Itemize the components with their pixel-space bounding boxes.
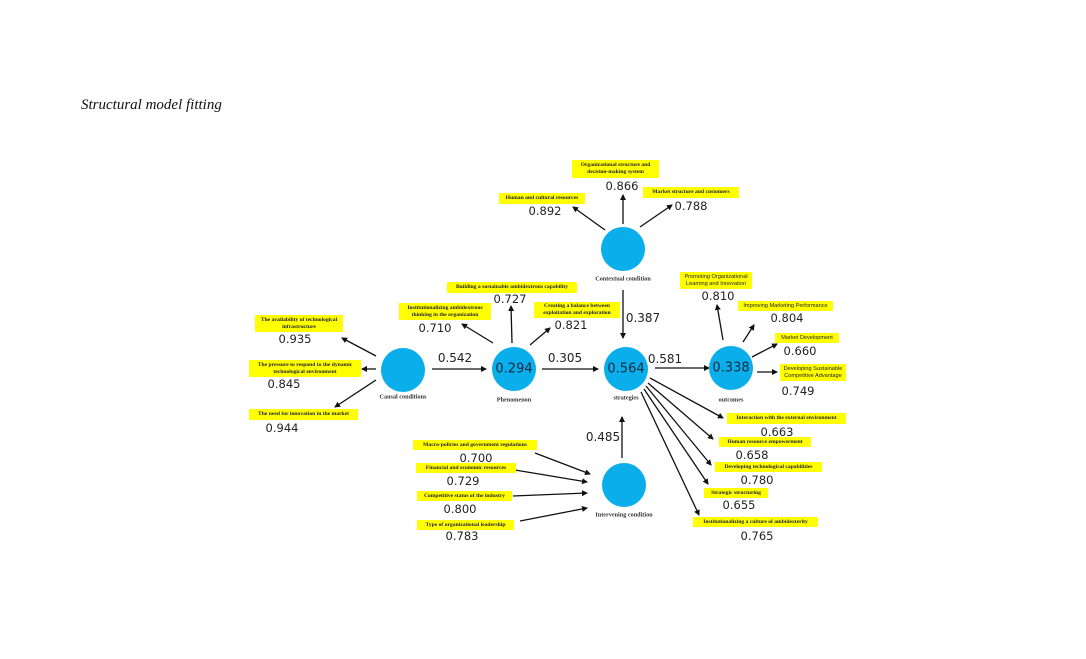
loading-arrow	[512, 490, 588, 497]
indicator-label: Macro-policies and government regulation…	[413, 440, 537, 450]
loading-arrow	[514, 469, 588, 485]
indicator-loading: 0.845	[267, 377, 301, 391]
path-coefficient: 0.305	[547, 351, 583, 365]
construct-r2: 0.338	[712, 360, 750, 376]
construct-node	[492, 347, 536, 391]
indicator-label: Strategic structuring	[704, 488, 768, 498]
indicator-loading: 0.810	[701, 289, 735, 303]
loading-arrow	[640, 391, 700, 516]
construct-name: Phenomenon	[496, 396, 532, 404]
loading-arrow	[714, 304, 724, 341]
indicator-loading: 0.765	[740, 529, 774, 543]
indicator-label: Market structure and customers	[643, 187, 739, 198]
loading-arrow	[643, 388, 709, 485]
construct-node	[602, 463, 646, 507]
loading-arrow	[334, 379, 377, 408]
indicator-loading: 0.800	[443, 502, 477, 516]
indicator-loading: 0.655	[722, 498, 756, 512]
loading-arrow	[508, 305, 515, 344]
indicator-label: Promoting Organizational Learning and In…	[680, 272, 752, 289]
loading-arrow	[742, 324, 755, 343]
indicator-loading: 0.700	[459, 451, 493, 465]
loading-arrow	[341, 337, 377, 357]
construct-node	[604, 347, 648, 391]
loading-arrow	[647, 382, 714, 440]
indicator-loading: 0.729	[446, 474, 480, 488]
indicator-label: Developing Sustainable Competitive Advan…	[780, 364, 846, 381]
indicator-loading: 0.663	[760, 425, 794, 439]
construct-name: Causal conditions	[379, 393, 427, 401]
indicator-label: Developing technological capabilities	[715, 462, 822, 472]
path-coefficient: 0.542	[437, 351, 473, 365]
indicator-loading: 0.892	[528, 204, 562, 218]
construct-node	[381, 348, 425, 392]
path-coefficient: 0.387	[625, 311, 661, 325]
indicator-label: Type of organizational leadership	[417, 520, 514, 530]
indicator-loading: 0.935	[278, 332, 312, 346]
indicator-loading: 0.727	[493, 292, 527, 306]
indicator-label: Market Development	[775, 333, 839, 343]
indicator-loading: 0.710	[418, 321, 452, 335]
loading-arrow	[534, 452, 591, 476]
indicator-loading: 0.788	[674, 199, 708, 213]
construct-node	[709, 346, 753, 390]
loading-arrow	[751, 343, 778, 358]
indicator-label: Institutionalizing ambidextrous thinking…	[399, 303, 491, 320]
construct-name: Intervening condition	[595, 511, 653, 519]
indicator-loading: 0.749	[781, 384, 815, 398]
indicator-label: Improving Marketing Performance	[738, 301, 833, 311]
indicator-loading: 0.944	[265, 421, 299, 435]
indicator-label: The availability of technological infras…	[255, 315, 343, 332]
indicator-loading: 0.804	[770, 311, 804, 325]
indicator-label: Building a sustainable ambidextrous capa…	[447, 282, 577, 293]
indicator-loading: 0.660	[783, 344, 817, 358]
indicator-label: The need for innovation in the market	[249, 409, 358, 420]
loading-arrow	[649, 377, 724, 419]
indicator-label: Financial and economic resources	[416, 463, 516, 473]
construct-name: strategies	[613, 394, 639, 402]
indicator-label: The pressure to respond to the dynamic t…	[249, 360, 361, 377]
indicator-loading: 0.783	[445, 529, 479, 543]
construct-r2: 0.294	[495, 361, 533, 377]
indicator-loading: 0.658	[735, 448, 769, 462]
indicator-label: Interaction with the external environmen…	[727, 413, 846, 424]
loading-arrow	[639, 204, 673, 228]
path-coefficient: 0.581	[647, 352, 683, 366]
indicator-label: Competitive status of the industry	[417, 491, 512, 501]
figure-title: Structural model fitting	[81, 97, 222, 113]
construct-name: Contextual condition	[595, 275, 651, 283]
construct-r2: 0.564	[607, 361, 645, 377]
loading-arrow	[572, 206, 606, 231]
indicator-loading: 0.866	[605, 179, 639, 193]
indicator-label: Creating a balance between exploitation …	[534, 302, 620, 318]
path-coefficient: 0.485	[585, 430, 621, 444]
indicator-label: Human resource empowerment	[719, 437, 811, 447]
construct-node	[601, 227, 645, 271]
indicator-label: Organizational structure and decision-ma…	[572, 160, 659, 178]
loading-arrow	[461, 323, 494, 344]
loading-arrow	[645, 385, 712, 466]
indicator-label: Human and cultural resources	[499, 193, 585, 204]
indicator-loading: 0.821	[554, 318, 588, 332]
indicator-loading: 0.780	[740, 473, 774, 487]
indicator-label: Institutionalizing a culture of ambidext…	[693, 517, 818, 527]
loading-arrow	[529, 327, 551, 346]
construct-name: outcomes	[718, 396, 744, 404]
loading-arrow	[519, 506, 588, 522]
